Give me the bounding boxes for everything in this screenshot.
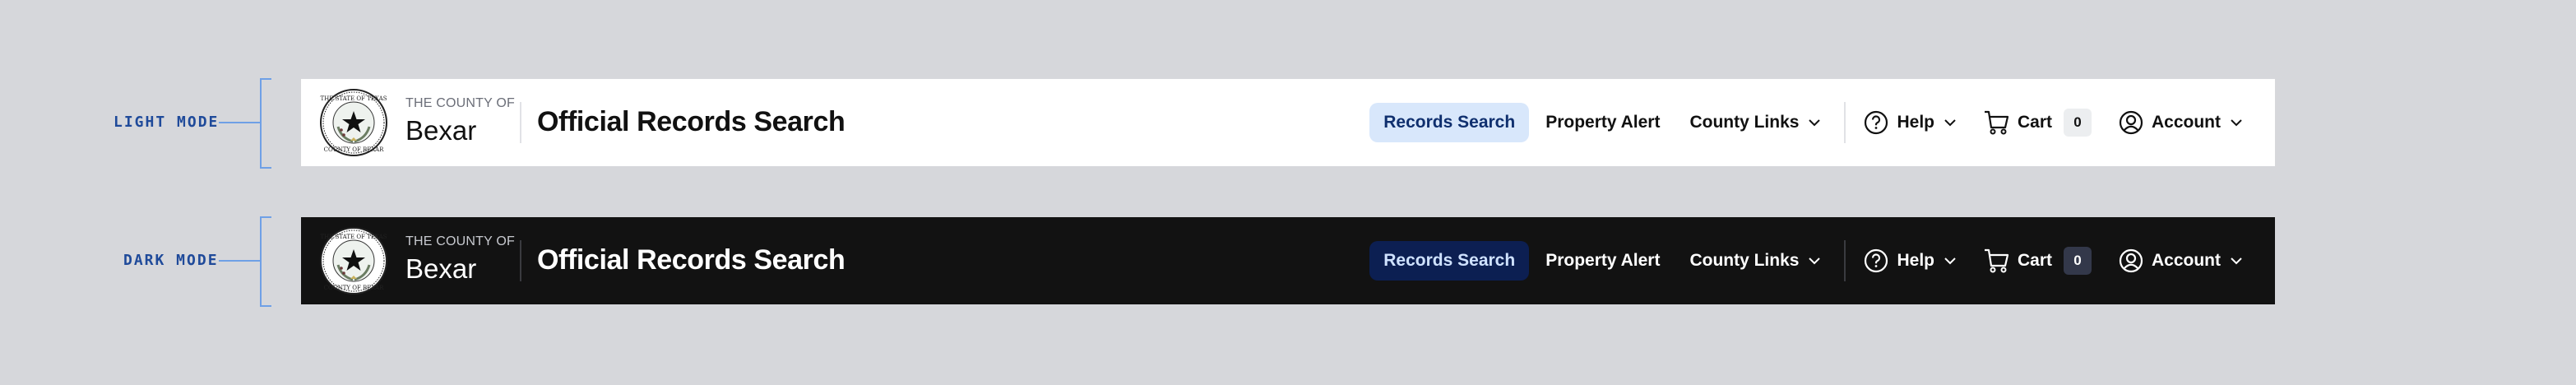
nav-help-label: Help <box>1897 251 1934 270</box>
nav-help-label: Help <box>1897 113 1934 132</box>
light-mode-leader-line <box>219 122 262 123</box>
nav-county-links-label: County Links <box>1689 113 1800 132</box>
nav-cart-label: Cart <box>2017 251 2052 270</box>
user-circle-icon <box>2119 248 2143 273</box>
county-seal-icon[interactable]: THE STATE OF TEXAS COUNTY OF BEXAR <box>320 89 387 156</box>
nav-county-links-label: County Links <box>1689 251 1800 270</box>
county-name-block[interactable]: THE COUNTY OF Bexar <box>405 234 515 285</box>
nav-records-search-label: Records Search <box>1383 251 1516 270</box>
nav-cart[interactable]: Cart 0 <box>1983 103 2092 142</box>
light-mode-bracket <box>260 78 271 169</box>
main-nav: Records Search Property Alert County Lin… <box>1369 217 2275 304</box>
nav-cart[interactable]: Cart 0 <box>1983 241 2092 281</box>
svg-text:COUNTY OF BEXAR: COUNTY OF BEXAR <box>324 285 384 291</box>
chevron-down-icon <box>1944 257 1956 265</box>
shopping-cart-icon <box>1984 248 2009 273</box>
help-circle-icon <box>1865 248 1888 273</box>
nav-account-label: Account <box>2152 251 2221 270</box>
dark-mode-label: DARK MODE <box>123 252 219 269</box>
nav-divider <box>1844 240 1846 281</box>
county-name: Bexar <box>405 115 477 146</box>
chevron-down-icon <box>2231 119 2242 127</box>
county-name: Bexar <box>405 253 477 284</box>
app-title: Official Records Search <box>537 106 846 137</box>
nav-property-alert-label: Property Alert <box>1545 251 1661 270</box>
main-nav: Records Search Property Alert County Lin… <box>1369 79 2275 166</box>
chevron-down-icon <box>1809 119 1821 127</box>
svg-text:COUNTY OF BEXAR: COUNTY OF BEXAR <box>324 146 384 153</box>
svg-text:THE STATE OF TEXAS: THE STATE OF TEXAS <box>320 234 387 240</box>
nav-divider <box>1844 102 1846 143</box>
shopping-cart-icon <box>1984 110 2009 135</box>
svg-text:THE STATE OF TEXAS: THE STATE OF TEXAS <box>320 95 387 102</box>
brand-divider <box>520 240 521 281</box>
nav-help[interactable]: Help <box>1864 241 1957 281</box>
chevron-down-icon <box>2231 257 2242 265</box>
app-title: Official Records Search <box>537 244 846 276</box>
cart-count-badge: 0 <box>2064 109 2092 137</box>
user-circle-icon <box>2119 110 2143 135</box>
header-light: THE STATE OF TEXAS COUNTY OF BEXAR THE C… <box>301 79 2275 166</box>
nav-records-search[interactable]: Records Search <box>1369 103 1530 142</box>
dark-mode-leader-line <box>219 260 262 262</box>
county-seal-icon[interactable]: THE STATE OF TEXAS COUNTY OF BEXAR <box>320 227 387 295</box>
nav-property-alert-label: Property Alert <box>1545 113 1661 132</box>
header-dark: THE STATE OF TEXAS COUNTY OF BEXAR THE C… <box>301 217 2275 304</box>
nav-help[interactable]: Help <box>1864 103 1957 142</box>
nav-records-search-label: Records Search <box>1383 113 1516 132</box>
chevron-down-icon <box>1809 257 1821 265</box>
dark-mode-bracket <box>260 216 271 307</box>
nav-account[interactable]: Account <box>2119 103 2244 142</box>
nav-property-alert[interactable]: Property Alert <box>1545 103 1660 142</box>
light-mode-label: LIGHT MODE <box>114 114 220 131</box>
nav-cart-label: Cart <box>2017 113 2052 132</box>
nav-account-label: Account <box>2152 113 2221 132</box>
chevron-down-icon <box>1944 119 1956 127</box>
help-circle-icon <box>1865 110 1888 135</box>
county-name-block[interactable]: THE COUNTY OF Bexar <box>405 96 515 146</box>
nav-county-links[interactable]: County Links <box>1689 241 1822 281</box>
nav-property-alert[interactable]: Property Alert <box>1545 241 1660 281</box>
brand-divider <box>520 102 521 143</box>
nav-records-search[interactable]: Records Search <box>1369 241 1530 281</box>
nav-county-links[interactable]: County Links <box>1689 103 1822 142</box>
nav-account[interactable]: Account <box>2119 241 2244 281</box>
county-prefix: THE COUNTY OF <box>405 234 515 248</box>
county-prefix: THE COUNTY OF <box>405 96 515 110</box>
cart-count-badge: 0 <box>2064 247 2092 275</box>
